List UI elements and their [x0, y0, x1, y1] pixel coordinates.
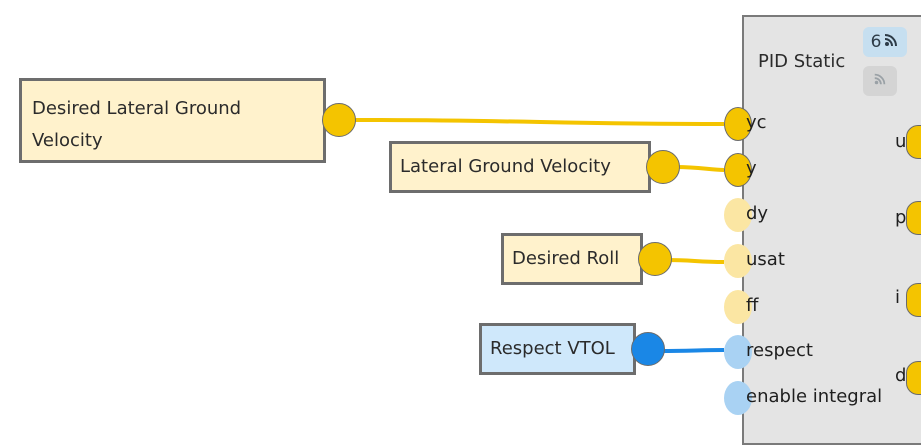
output-port-desired-roll[interactable] — [638, 242, 672, 276]
output-port-tab[interactable] — [906, 125, 921, 159]
inactive-feed-badge[interactable] — [863, 66, 897, 96]
output-port-u[interactable]: u — [892, 125, 921, 159]
node-label: Desired Roll — [512, 248, 620, 269]
input-port-y[interactable]: y — [718, 153, 921, 187]
output-port-lateral-ground[interactable] — [646, 150, 680, 184]
node-desired-lateral-ground-velocity[interactable]: Desired Lateral Ground Velocity — [19, 78, 326, 163]
input-port-respect[interactable]: respect — [718, 335, 921, 369]
output-port-label: i — [895, 287, 901, 308]
input-port-dot[interactable] — [724, 198, 752, 232]
output-port-label: p — [895, 207, 907, 228]
input-port-dot[interactable] — [724, 335, 752, 369]
output-port-p[interactable]: p — [892, 201, 921, 235]
input-port-label: enable integral — [746, 386, 883, 407]
node-label: Respect VTOL — [490, 338, 615, 359]
pid-static-block[interactable]: PID Static 6 — [742, 15, 921, 445]
output-port-tab[interactable] — [906, 201, 921, 235]
node-label: Lateral Ground Velocity — [400, 156, 611, 177]
wire-desired-lateral-to-yc[interactable] — [351, 118, 725, 126]
wire-lateral-to-y[interactable] — [675, 165, 725, 172]
output-port-i[interactable]: i — [892, 283, 921, 317]
rss-feed-icon — [883, 32, 899, 53]
input-port-dot[interactable] — [724, 244, 752, 278]
rss-feed-icon — [873, 72, 887, 90]
input-port-dot[interactable] — [724, 107, 752, 141]
input-port-enable-integral[interactable]: enable integral — [718, 381, 921, 415]
output-port-respect-vtol[interactable] — [631, 332, 665, 366]
wire-desired-roll-to-usat[interactable] — [667, 258, 725, 264]
output-port-label: d — [895, 365, 907, 386]
input-port-label: y — [746, 158, 757, 179]
output-port-tab[interactable] — [906, 283, 921, 317]
input-port-label: usat — [746, 249, 785, 270]
node-respect-vtol[interactable]: Respect VTOL — [479, 323, 636, 375]
output-port-desired-lateral[interactable] — [322, 103, 356, 137]
input-port-label: ff — [746, 295, 759, 316]
input-port-ff[interactable]: ff — [718, 290, 921, 324]
badge-count: 6 — [870, 32, 882, 52]
connection-layer — [351, 118, 725, 353]
input-port-yc[interactable]: yc — [718, 107, 921, 141]
input-port-label: dy — [746, 203, 769, 224]
node-desired-roll[interactable]: Desired Roll — [501, 233, 643, 285]
output-port-label: u — [895, 131, 907, 152]
input-port-label: respect — [746, 340, 813, 361]
output-port-d[interactable]: d — [892, 361, 921, 395]
node-label: Desired Lateral Ground Velocity — [32, 98, 242, 151]
input-port-dot[interactable] — [724, 153, 752, 187]
subscription-badge[interactable]: 6 — [863, 27, 907, 57]
input-port-dy[interactable]: dy — [718, 198, 921, 232]
input-port-usat[interactable]: usat — [718, 244, 921, 278]
output-port-tab[interactable] — [906, 361, 921, 395]
node-lateral-ground-velocity[interactable]: Lateral Ground Velocity — [389, 141, 651, 193]
input-port-dot[interactable] — [724, 290, 752, 324]
wire-respect-vtol-to-respect[interactable] — [659, 348, 725, 353]
input-port-dot[interactable] — [724, 381, 752, 415]
block-title: PID Static — [758, 51, 846, 72]
input-port-label: yc — [746, 112, 767, 133]
